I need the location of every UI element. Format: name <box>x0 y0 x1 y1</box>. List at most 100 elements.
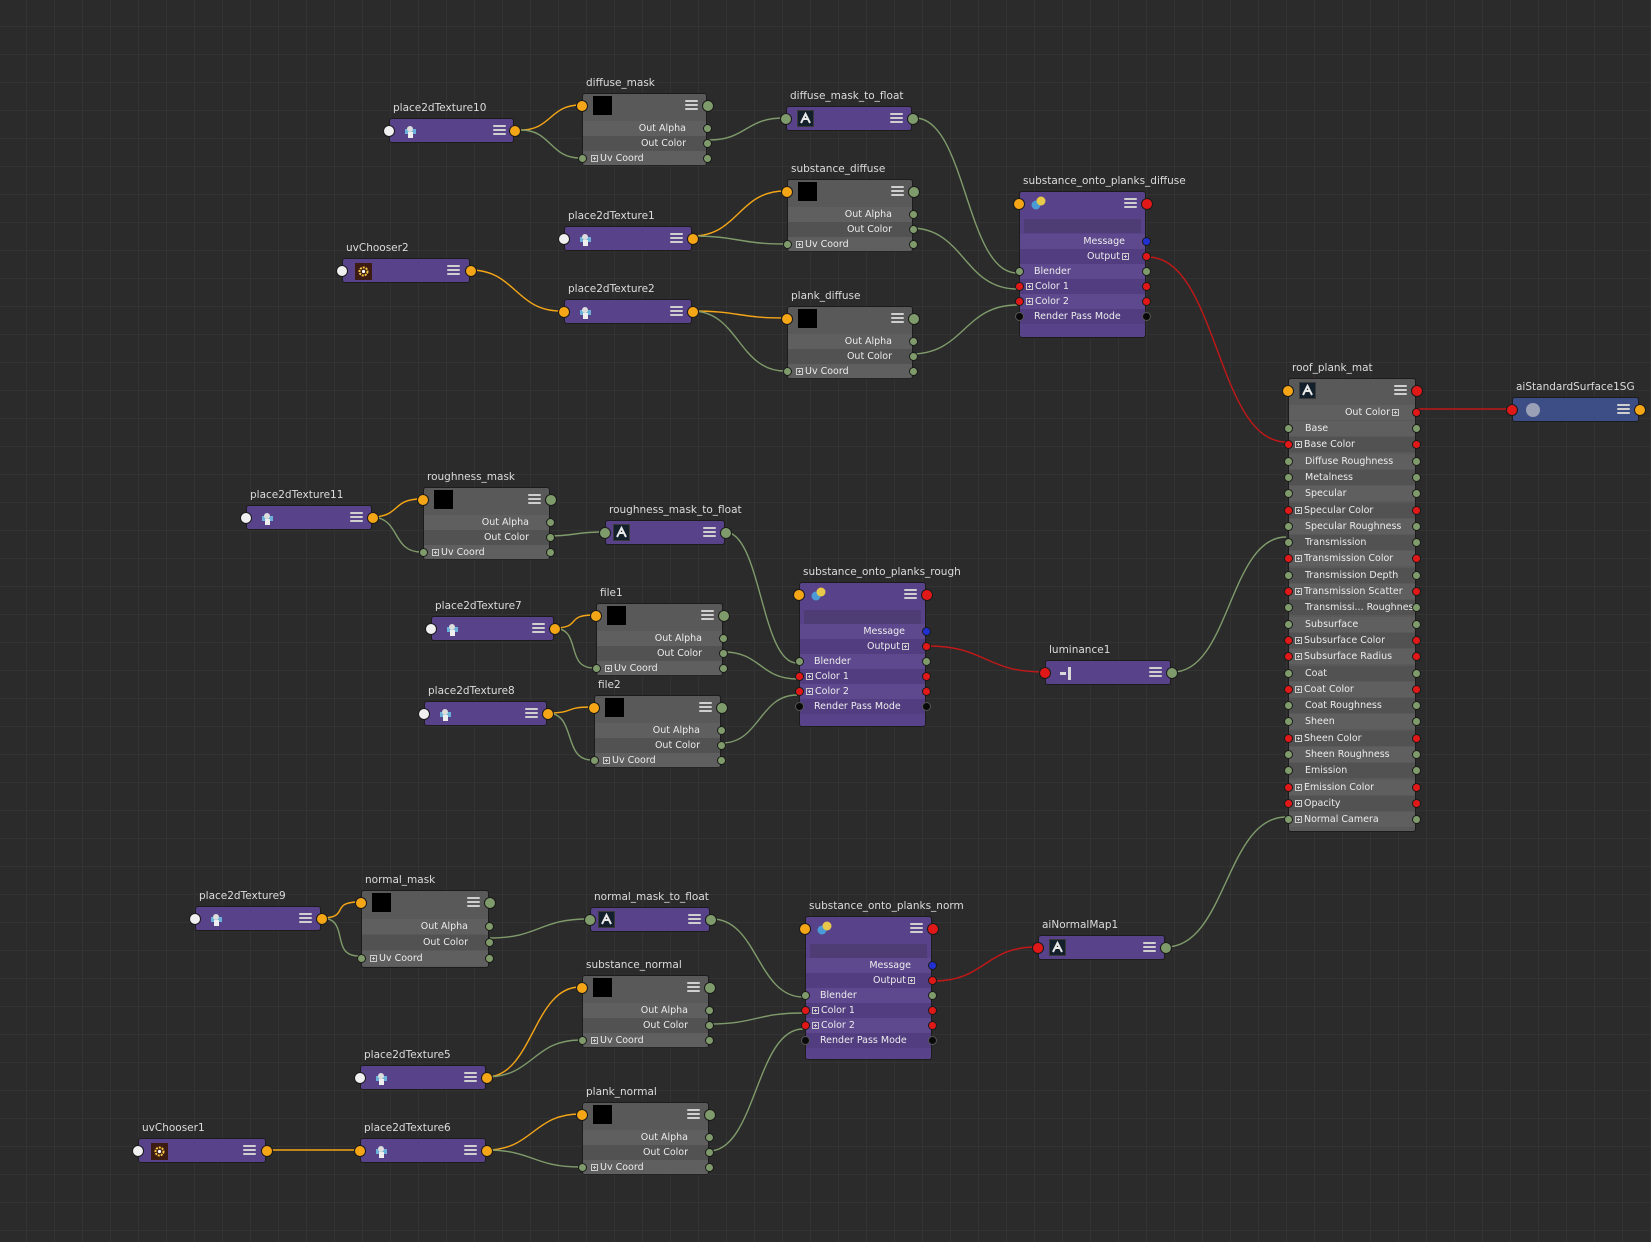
material-attr-port-in[interactable] <box>1284 472 1293 482</box>
node-menu-icon[interactable] <box>685 100 698 111</box>
material-attr-row[interactable]: Specular <box>1284 486 1421 502</box>
material-attr-row[interactable]: Sheen Roughness <box>1284 747 1421 762</box>
output-port[interactable] <box>704 1109 716 1121</box>
port-out-color[interactable] <box>546 533 555 542</box>
material-attr-port-out[interactable] <box>1412 521 1421 531</box>
material-attr-row[interactable]: Opacity <box>1284 795 1421 811</box>
output-port[interactable] <box>702 100 714 112</box>
material-attr-port-in[interactable] <box>1284 652 1293 662</box>
connection-wire[interactable] <box>485 1039 581 1078</box>
material-attr-row[interactable]: Transmission Depth <box>1284 567 1421 583</box>
input-port[interactable] <box>780 113 792 125</box>
port-blender-out[interactable] <box>928 991 937 1000</box>
output-port[interactable] <box>465 265 477 277</box>
port-uv-coord-in[interactable] <box>590 756 599 765</box>
material-attr-port-in[interactable] <box>1284 587 1293 596</box>
material-attr-port-out[interactable] <box>1412 750 1421 759</box>
node-place2dTexture10[interactable]: place2dTexture10 <box>383 102 521 143</box>
node-diffuse_mask[interactable]: diffuse_mask Out Alpha Out Color Uv Coor… <box>576 77 714 166</box>
port-out-color[interactable] <box>909 225 918 234</box>
port-render-pass-in[interactable] <box>795 702 804 711</box>
material-attr-row[interactable]: Transmissi... Roughness <box>1284 600 1421 616</box>
node-normal_mask[interactable]: normal_mask Out Alpha Out Color Uv Coord <box>355 874 496 968</box>
material-attr-row[interactable]: Emission Color <box>1284 779 1421 795</box>
node-menu-icon[interactable] <box>891 186 904 197</box>
node-menu-icon[interactable] <box>464 1072 477 1083</box>
output-port[interactable] <box>716 702 728 714</box>
material-attr-row[interactable]: Subsurface <box>1284 616 1421 632</box>
port-uv-coord-in[interactable] <box>419 548 428 557</box>
port-out-alpha[interactable] <box>485 922 494 931</box>
node-roughness_mask[interactable]: roughness_mask Out Alpha Out Color Uv Co… <box>417 471 557 560</box>
port-message[interactable] <box>928 961 937 970</box>
node-plank_diffuse[interactable]: plank_diffuse Out Alpha Out Color Uv Coo… <box>781 290 920 379</box>
output-port[interactable] <box>1141 198 1153 210</box>
material-attr-port-in[interactable] <box>1284 521 1293 531</box>
node-menu-icon[interactable] <box>670 306 683 317</box>
connection-wire[interactable] <box>1172 536 1287 673</box>
output-port[interactable] <box>927 923 939 935</box>
port-render-pass-out[interactable] <box>1142 312 1151 321</box>
material-attr-port-in[interactable] <box>1284 635 1293 645</box>
input-port[interactable] <box>599 527 611 539</box>
port-out-color[interactable] <box>705 1021 714 1030</box>
input-port[interactable] <box>590 610 602 622</box>
node-place2dTexture2[interactable]: place2dTexture2 <box>558 283 699 324</box>
node-menu-icon[interactable] <box>890 113 903 124</box>
input-port[interactable] <box>576 1109 588 1121</box>
material-attr-row[interactable]: Sheen Color <box>1284 730 1421 746</box>
node-menu-icon[interactable] <box>493 125 506 136</box>
port-out-color[interactable] <box>705 1148 714 1157</box>
material-attr-row[interactable]: Subsurface Color <box>1284 632 1421 648</box>
material-attr-port-out[interactable] <box>1412 766 1421 776</box>
port-color-2-out[interactable] <box>922 687 931 696</box>
connection-wire[interactable] <box>914 117 1018 274</box>
port-uv-coord-in[interactable] <box>578 1163 587 1172</box>
output-port[interactable] <box>1166 667 1178 679</box>
node-menu-icon[interactable] <box>1617 404 1630 415</box>
connection-wire[interactable] <box>724 531 798 664</box>
connection-wire[interactable] <box>708 1028 804 1152</box>
connection-wire[interactable] <box>933 946 1037 982</box>
port-uv-coord-out[interactable] <box>705 1163 714 1172</box>
material-attr-port-in[interactable] <box>1284 603 1293 613</box>
port-color-1-out[interactable] <box>928 1006 937 1015</box>
output-port[interactable] <box>1634 404 1646 416</box>
port-out-color[interactable] <box>719 649 728 658</box>
material-attr-port-in[interactable] <box>1284 505 1293 515</box>
input-port[interactable] <box>588 702 600 714</box>
port-output[interactable] <box>922 642 931 651</box>
node-aiStandardSurface1SG[interactable]: aiStandardSurface1SG <box>1506 381 1646 422</box>
node-menu-icon[interactable] <box>670 233 683 244</box>
port-message[interactable] <box>922 627 931 636</box>
output-port[interactable] <box>720 527 732 539</box>
node-menu-icon[interactable] <box>525 708 538 719</box>
port-uv-coord-out[interactable] <box>546 548 555 557</box>
output-port[interactable] <box>908 313 920 325</box>
port-color-2-in[interactable] <box>801 1021 810 1030</box>
port-out-alpha[interactable] <box>719 634 728 643</box>
node-diffuse_mask_to_float[interactable]: diffuse_mask_to_float <box>780 90 919 131</box>
port-color-2-in[interactable] <box>795 687 804 696</box>
material-attr-row[interactable]: Normal Camera <box>1284 812 1421 828</box>
node-roughness_mask_to_float[interactable]: roughness_mask_to_float <box>599 504 742 545</box>
node-place2dTexture5[interactable]: place2dTexture5 <box>354 1049 493 1090</box>
connection-wire[interactable] <box>485 1113 581 1151</box>
port-out-alpha[interactable] <box>909 337 918 346</box>
node-substance_diffuse[interactable]: substance_diffuse Out Alpha Out Color Uv… <box>781 163 920 252</box>
connection-wire[interactable] <box>370 498 422 518</box>
port-color-1-out[interactable] <box>1142 282 1151 291</box>
node-menu-icon[interactable] <box>688 914 701 925</box>
output-port[interactable] <box>549 623 561 635</box>
material-attr-port-in[interactable] <box>1284 717 1293 727</box>
port-uv-coord-out[interactable] <box>909 367 918 376</box>
node-menu-icon[interactable] <box>467 897 480 908</box>
input-port[interactable] <box>354 1145 366 1157</box>
output-port[interactable] <box>687 306 699 318</box>
material-attr-row[interactable]: Transmission <box>1284 535 1421 551</box>
connection-wire[interactable] <box>691 190 786 237</box>
input-port[interactable] <box>781 313 793 325</box>
connection-wire[interactable] <box>546 706 593 714</box>
material-attr-port-in[interactable] <box>1284 440 1293 450</box>
